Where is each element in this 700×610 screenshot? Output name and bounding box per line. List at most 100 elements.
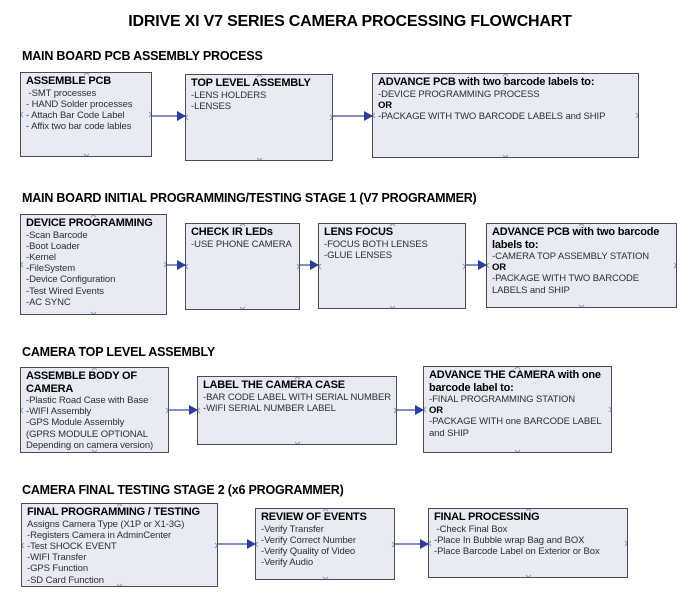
arrowhead-icon	[177, 111, 186, 121]
connection-point-icon	[21, 407, 24, 414]
box-line: -USE PHONE CAMERA	[191, 238, 292, 250]
box-line: -FileSystem	[26, 263, 76, 275]
box-line: -Verify Transfer	[261, 523, 324, 535]
box-line: -Test Wired Events	[26, 285, 104, 297]
box-title: ASSEMBLE PCB	[26, 75, 111, 87]
box-line-or: OR	[378, 99, 393, 111]
section-header-top-level-assembly: CAMERA TOP LEVEL ASSEMBLY	[22, 345, 215, 359]
box-line: -Verify Correct Number	[261, 534, 356, 546]
box-line: -Registers Camera in AdminCenter	[27, 529, 172, 541]
connection-point-icon	[83, 153, 90, 156]
connection-point-icon	[21, 111, 24, 118]
flow-box-label-camera-case: LABEL THE CAMERA CASE -BAR CODE LABEL WI…	[197, 376, 397, 445]
flow-box-device-programming: DEVICE PROGRAMMING -Scan Barcode -Boot L…	[20, 214, 167, 315]
box-title: ADVANCE PCB with two barcode labels to:	[378, 76, 595, 88]
box-line: (GPRS MODULE OPTIONAL	[26, 428, 148, 440]
connection-point-icon	[608, 406, 611, 413]
box-line: -PACKAGE WITH TWO BARCODE LABELS and SHI…	[378, 110, 606, 122]
arrowhead-icon	[247, 539, 256, 549]
box-line: -Kernel	[26, 251, 56, 263]
flow-box-final-programming-testing: FINAL PROGRAMMING / TESTING Assigns Came…	[21, 503, 218, 587]
arrow-device-programming-to-check-ir-icon	[167, 260, 186, 270]
connection-point-icon	[239, 306, 246, 309]
arrow-assemble-pcb-to-top-level-icon	[152, 111, 186, 121]
section-header-final-testing: CAMERA FINAL TESTING STAGE 2 (x6 PROGRAM…	[22, 483, 344, 497]
box-line: - HAND Solder processes	[26, 98, 133, 110]
arrowhead-icon	[478, 260, 487, 270]
arrowhead-icon	[415, 405, 424, 415]
connection-point-icon	[21, 261, 24, 268]
box-title: FINAL PROCESSING	[434, 511, 540, 523]
box-line: -Verify Quality of Video	[261, 545, 356, 557]
section-header-pcb-assembly: MAIN BOARD PCB ASSEMBLY PROCESS	[22, 49, 263, 63]
box-title: FINAL PROGRAMMING / TESTING	[27, 506, 200, 518]
arrow-top-level-to-advance-pcb-icon	[333, 111, 373, 121]
box-line: -BAR CODE LABEL WITH SERIAL NUMBER	[203, 391, 392, 403]
box-line: - Attach Bar Code Label	[26, 109, 125, 121]
box-line: -Place In Bubble wrap Bag and BOX	[434, 534, 585, 546]
flow-box-advance-pcb-two-labels: ADVANCE PCB with two barcode labels to: …	[372, 73, 639, 158]
flow-box-assemble-pcb: ASSEMBLE PCB -SMT processes - HAND Solde…	[20, 72, 152, 157]
box-line: -SD Card Function	[27, 574, 104, 586]
section-header-initial-programming: MAIN BOARD INITIAL PROGRAMMING/TESTING S…	[22, 191, 477, 205]
flow-box-advance-camera-one-label: ADVANCE THE CAMERA with one barcode labe…	[423, 366, 612, 453]
box-line: -AC SYNC	[26, 296, 71, 308]
box-line: -WIFI Assembly	[26, 406, 92, 418]
arrow-label-case-to-advance-camera-icon	[397, 405, 424, 415]
connection-point-icon	[514, 449, 521, 452]
box-title: REVIEW OF EVENTS	[261, 511, 367, 523]
box-line: - Affix two bar code lables	[26, 121, 132, 133]
arrow-final-programming-to-review-icon	[218, 539, 256, 549]
box-line: -Boot Loader	[26, 240, 80, 252]
flow-box-top-level-assembly: TOP LEVEL ASSEMBLY -LENS HOLDERS -LENSES	[185, 74, 333, 161]
connection-point-icon	[502, 154, 509, 157]
box-line: -Plastic Road Case with Base	[26, 395, 149, 406]
connection-point-icon	[525, 574, 532, 577]
arrow-check-ir-to-lens-focus-icon	[300, 260, 319, 270]
arrowhead-icon	[177, 260, 186, 270]
box-title: TOP LEVEL ASSEMBLY	[191, 77, 311, 89]
arrowhead-icon	[310, 260, 319, 270]
flow-box-assemble-body: ASSEMBLE BODY OF CAMERA -Plastic Road Ca…	[20, 367, 169, 453]
arrow-review-to-final-processing-icon	[395, 539, 429, 549]
box-line: -FOCUS BOTH LENSES	[324, 238, 428, 250]
box-title: LENS FOCUS	[324, 226, 393, 238]
box-title: LABEL THE CAMERA CASE	[203, 379, 345, 391]
box-title: CHECK IR LEDs	[191, 226, 273, 238]
box-line: -LENSES	[191, 100, 231, 112]
box-title: ASSEMBLE BODY OF CAMERA	[26, 370, 140, 395]
arrowhead-icon	[420, 539, 429, 549]
box-line: -PACKAGE WITH TWO BARCODE LABELS and SHI…	[492, 273, 642, 296]
box-title: ADVANCE THE CAMERA with one barcode labe…	[429, 369, 604, 394]
page-title: IDRIVE XI V7 SERIES CAMERA PROCESSING FL…	[128, 13, 572, 30]
arrowhead-icon	[189, 405, 198, 415]
flow-box-final-processing: FINAL PROCESSING -Check Final Box -Place…	[428, 508, 628, 578]
box-line: -GLUE LENSES	[324, 249, 392, 261]
box-line: -Place Barcode Label on Exterior or Box	[434, 545, 600, 557]
box-line: Depending on camera version)	[26, 439, 154, 451]
connection-point-icon	[90, 311, 97, 314]
flow-box-lens-focus: LENS FOCUS -FOCUS BOTH LENSES -GLUE LENS…	[318, 223, 466, 309]
box-line: -Verify Audio	[261, 557, 314, 569]
box-line: -Check Final Box	[434, 523, 508, 535]
connection-point-icon	[322, 576, 329, 579]
flow-box-check-ir-leds: CHECK IR LEDs -USE PHONE CAMERA	[185, 223, 300, 310]
box-line-or: OR	[429, 405, 444, 417]
connection-point-icon	[294, 441, 301, 444]
arrow-assemble-body-to-label-case-icon	[169, 405, 198, 415]
box-line: -SMT processes	[26, 87, 97, 99]
box-line: -DEVICE PROGRAMMING PROCESS	[378, 88, 540, 100]
box-title: DEVICE PROGRAMMING	[26, 217, 153, 229]
box-line: -Scan Barcode	[26, 229, 88, 241]
box-line: -GPS Function	[27, 563, 89, 575]
box-title: ADVANCE PCB with two barcode labels to:	[492, 226, 663, 251]
connection-point-icon	[624, 540, 627, 547]
box-line: -PACKAGE WITH one BARCODE LABEL and SHIP	[429, 416, 604, 439]
box-line: -LENS HOLDERS	[191, 89, 267, 101]
box-line: -FINAL PROGRAMMING STATION	[429, 394, 576, 405]
connection-point-icon	[22, 542, 25, 549]
box-line: -CAMERA TOP ASSEMBLY STATION	[492, 251, 649, 262]
connection-point-icon	[673, 262, 676, 269]
connection-point-icon	[635, 112, 638, 119]
